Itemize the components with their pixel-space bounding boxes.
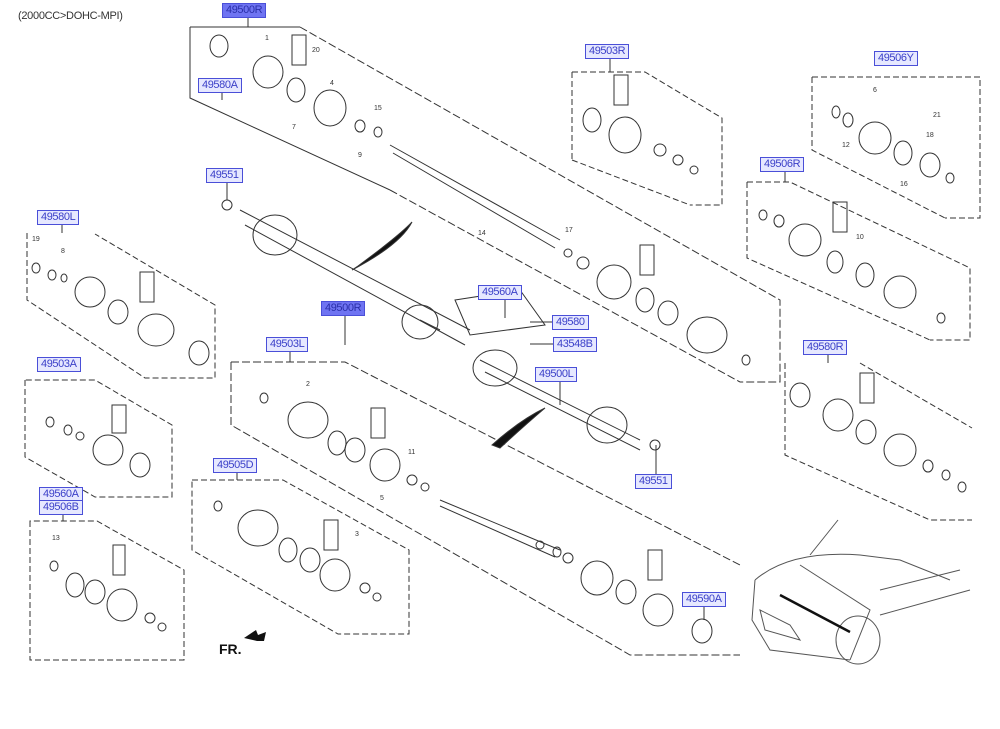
part-label-49506Y[interactable]: 49506Y <box>874 51 918 66</box>
callout-number: 16 <box>900 181 908 188</box>
part-label-49503L[interactable]: 49503L <box>266 337 309 352</box>
part-label-49500L[interactable]: 49500L <box>535 367 578 382</box>
callout-number: 8 <box>61 248 65 255</box>
callout-number: 12 <box>842 142 850 149</box>
leader-lines <box>61 17 829 620</box>
callout-number: 1 <box>265 35 269 42</box>
callout-number: 15 <box>374 105 382 112</box>
callout-number: 17 <box>565 227 573 234</box>
drive-shafts <box>239 144 641 558</box>
callout-number: 18 <box>926 132 934 139</box>
part-label-49551-lower[interactable]: 49551 <box>635 474 672 489</box>
callout-number: 19 <box>32 236 40 243</box>
part-label-49580[interactable]: 49580 <box>552 315 589 330</box>
shaft-right-upper <box>389 144 561 249</box>
car-location-sketch <box>244 519 971 665</box>
parts <box>31 34 967 644</box>
callout-number: 4 <box>330 80 334 87</box>
callout-number: 10 <box>856 234 864 241</box>
callout-number: 20 <box>312 47 320 54</box>
callout-number: 21 <box>933 112 941 119</box>
callout-number: 3 <box>355 531 359 538</box>
callout-number: 9 <box>358 152 362 159</box>
callout-number: 2 <box>306 381 310 388</box>
part-label-43548B[interactable]: 43548B <box>553 337 597 352</box>
part-label-49590A[interactable]: 49590A <box>682 592 726 607</box>
part-label-49503R[interactable]: 49503R <box>585 44 630 59</box>
callout-number: 14 <box>478 230 486 237</box>
panel-outline <box>24 26 981 661</box>
engine-spec-title: (2000CC>DOHC-MPI) <box>18 10 123 22</box>
part-label-49500R-shaft[interactable]: 49500R <box>321 301 366 316</box>
part-label-49505D[interactable]: 49505D <box>213 458 258 473</box>
part-label-49503A[interactable]: 49503A <box>37 357 81 372</box>
part-label-49580R[interactable]: 49580R <box>803 340 848 355</box>
front-arrow-icon <box>244 630 266 641</box>
part-label-49506B[interactable]: 49506B <box>39 500 83 515</box>
part-label-49506R[interactable]: 49506R <box>760 157 805 172</box>
part-label-49560A[interactable]: 49560A <box>478 285 522 300</box>
part-label-49580A[interactable]: 49580A <box>198 78 242 93</box>
callout-number: 5 <box>380 495 384 502</box>
part-label-49500R[interactable]: 49500R <box>222 3 267 18</box>
callout-number: 6 <box>873 87 877 94</box>
shaft-left-lower <box>439 499 561 558</box>
callout-number: 7 <box>292 124 296 131</box>
callout-number: 11 <box>408 449 416 456</box>
callout-number: 13 <box>52 535 60 542</box>
front-direction-label: FR. <box>219 641 242 657</box>
part-label-49580L[interactable]: 49580L <box>37 210 80 225</box>
part-label-49551[interactable]: 49551 <box>206 168 243 183</box>
